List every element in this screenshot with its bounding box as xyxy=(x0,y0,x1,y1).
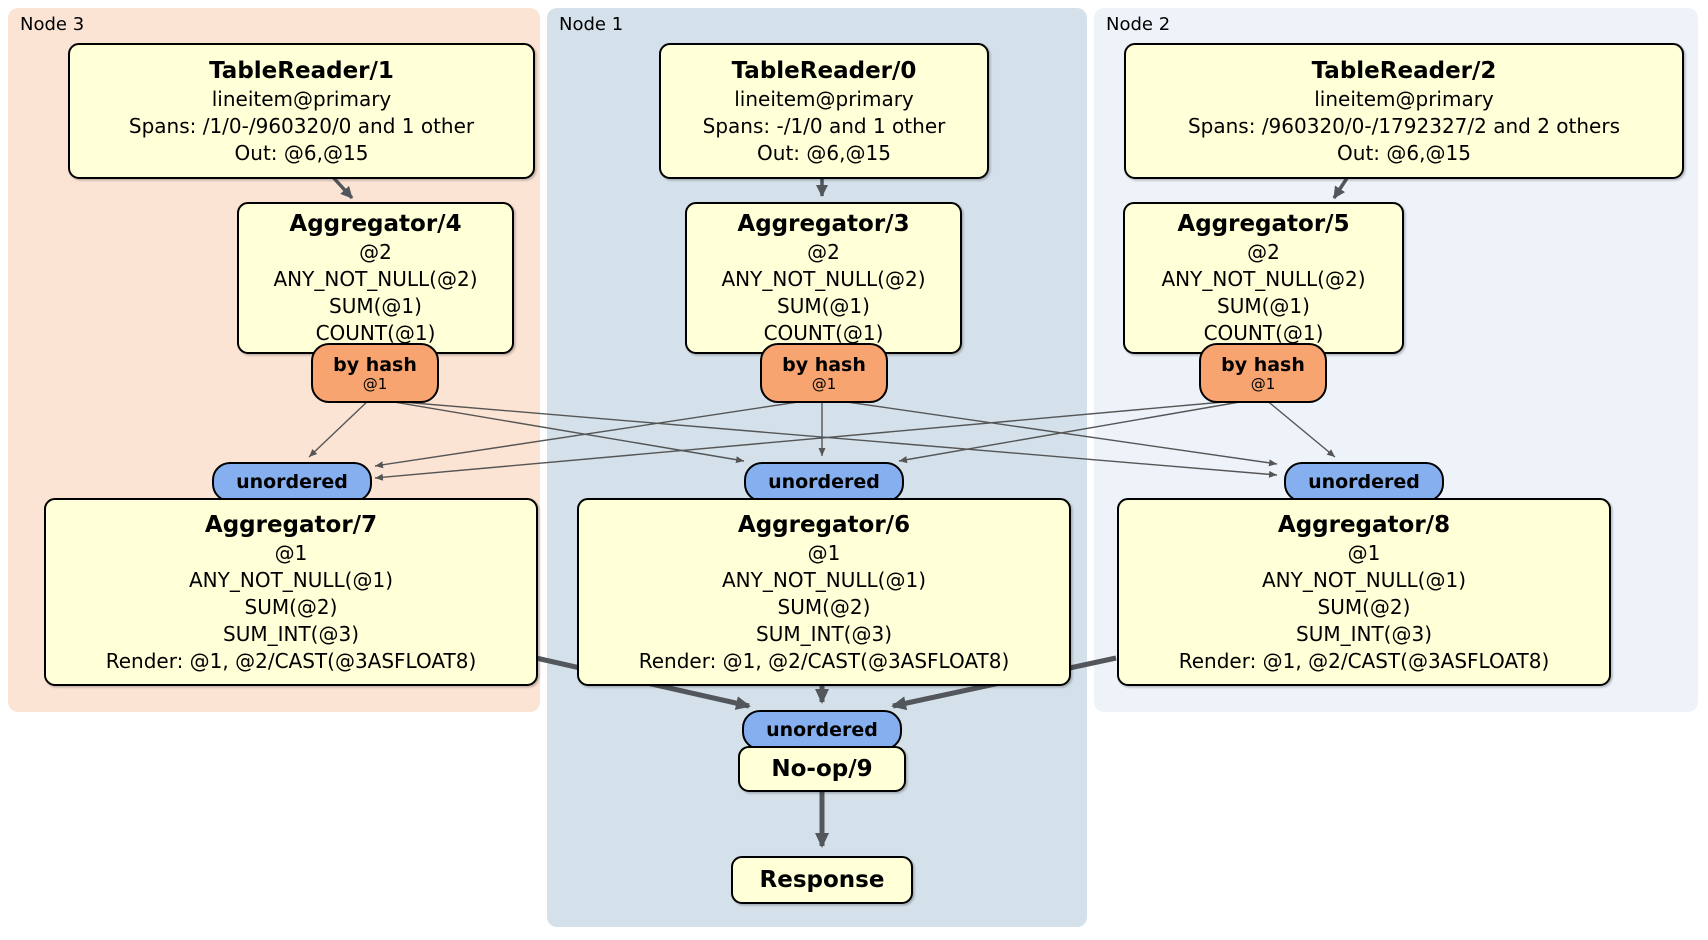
unordered-sync-9: unordered xyxy=(742,710,902,750)
unordered-sync-7: unordered xyxy=(212,462,372,502)
processor-render: Render: @1, @2/CAST(@3ASFLOAT8) xyxy=(1178,648,1550,673)
processor-render: Render: @1, @2/CAST(@3ASFLOAT8) xyxy=(105,648,477,673)
tablereader-2-box: TableReader/2 lineitem@primary Spans: /9… xyxy=(1124,43,1684,179)
hash-router-4: by hash @1 xyxy=(311,343,439,403)
processor-index: lineitem@primary xyxy=(1314,86,1494,111)
processor-group: @1 xyxy=(1347,540,1381,565)
processor-spans: Spans: -/1/0 and 1 other xyxy=(702,113,946,138)
sync-label: unordered xyxy=(236,471,348,493)
processor-spans: Spans: /960320/0-/1792327/2 and 2 others xyxy=(1187,113,1620,138)
unordered-sync-6: unordered xyxy=(744,462,904,502)
processor-func: SUM(@1) xyxy=(777,294,870,318)
processor-title: TableReader/0 xyxy=(731,57,917,84)
processor-func: SUM_INT(@3) xyxy=(756,621,892,646)
processor-func: COUNT(@1) xyxy=(315,321,436,345)
router-label: by hash xyxy=(782,353,866,376)
router-label: by hash xyxy=(333,353,417,376)
router-detail: @1 xyxy=(362,374,388,393)
processor-func: SUM_INT(@3) xyxy=(223,621,359,646)
processor-func: SUM(@2) xyxy=(244,594,338,619)
processor-render: Render: @1, @2/CAST(@3ASFLOAT8) xyxy=(638,648,1010,673)
processor-spans: Spans: /1/0-/960320/0 and 1 other xyxy=(128,113,475,138)
processor-func: ANY_NOT_NULL(@1) xyxy=(722,567,926,592)
processor-func: SUM_INT(@3) xyxy=(1296,621,1432,646)
processor-title: Aggregator/7 xyxy=(204,511,378,538)
processor-title: Response xyxy=(759,867,885,893)
processor-func: SUM(@1) xyxy=(1217,294,1310,318)
processor-index: lineitem@primary xyxy=(211,86,392,111)
processor-group: @1 xyxy=(274,540,308,565)
processor-title: No-op/9 xyxy=(771,756,873,782)
node2-region-label: Node 2 xyxy=(1106,14,1171,35)
aggregator-5-box: Aggregator/5 @2 ANY_NOT_NULL(@2) SUM(@1)… xyxy=(1123,202,1404,354)
tablereader-1-box: TableReader/1 lineitem@primary Spans: /1… xyxy=(68,43,535,179)
router-label: by hash xyxy=(1221,353,1305,376)
sync-label: unordered xyxy=(766,719,878,741)
processor-title: Aggregator/4 xyxy=(289,211,462,237)
processor-func: ANY_NOT_NULL(@2) xyxy=(721,267,926,291)
response-box: Response xyxy=(731,856,913,904)
aggregator-3-box: Aggregator/3 @2 ANY_NOT_NULL(@2) SUM(@1)… xyxy=(685,202,962,354)
processor-group: @2 xyxy=(359,240,392,264)
processor-title: TableReader/2 xyxy=(1311,57,1497,84)
processor-index: lineitem@primary xyxy=(734,86,914,111)
processor-title: Aggregator/6 xyxy=(737,511,911,538)
processor-title: TableReader/1 xyxy=(209,57,394,84)
processor-func: ANY_NOT_NULL(@1) xyxy=(189,567,393,592)
processor-title: Aggregator/5 xyxy=(1177,211,1350,237)
processor-group: @2 xyxy=(807,240,840,264)
hash-router-5: by hash @1 xyxy=(1199,343,1327,403)
processor-func: SUM(@2) xyxy=(1317,594,1411,619)
processor-out: Out: @6,@15 xyxy=(1337,140,1471,165)
node1-region-label: Node 1 xyxy=(559,14,624,35)
processor-title: Aggregator/3 xyxy=(737,211,910,237)
noop-box: No-op/9 xyxy=(738,746,906,792)
aggregator-7-box: Aggregator/7 @1 ANY_NOT_NULL(@1) SUM(@2)… xyxy=(44,498,538,686)
processor-func: ANY_NOT_NULL(@1) xyxy=(1262,567,1466,592)
processor-func: COUNT(@1) xyxy=(763,321,884,345)
processor-func: SUM(@1) xyxy=(329,294,422,318)
sync-label: unordered xyxy=(768,471,880,493)
processor-group: @1 xyxy=(807,540,841,565)
aggregator-4-box: Aggregator/4 @2 ANY_NOT_NULL(@2) SUM(@1)… xyxy=(237,202,514,354)
processor-func: COUNT(@1) xyxy=(1203,321,1324,345)
aggregator-8-box: Aggregator/8 @1 ANY_NOT_NULL(@1) SUM(@2)… xyxy=(1117,498,1611,686)
processor-group: @2 xyxy=(1247,240,1280,264)
tablereader-0-box: TableReader/0 lineitem@primary Spans: -/… xyxy=(659,43,989,179)
processor-title: Aggregator/8 xyxy=(1277,511,1451,538)
unordered-sync-8: unordered xyxy=(1284,462,1444,502)
processor-func: ANY_NOT_NULL(@2) xyxy=(1161,267,1366,291)
router-detail: @1 xyxy=(1250,374,1276,393)
processor-out: Out: @6,@15 xyxy=(234,140,369,165)
router-detail: @1 xyxy=(811,374,837,393)
sync-label: unordered xyxy=(1308,471,1420,493)
processor-func: ANY_NOT_NULL(@2) xyxy=(273,267,478,291)
node3-region-label: Node 3 xyxy=(20,14,85,35)
aggregator-6-box: Aggregator/6 @1 ANY_NOT_NULL(@1) SUM(@2)… xyxy=(577,498,1071,686)
hash-router-3: by hash @1 xyxy=(760,343,888,403)
processor-out: Out: @6,@15 xyxy=(757,140,891,165)
processor-func: SUM(@2) xyxy=(777,594,871,619)
